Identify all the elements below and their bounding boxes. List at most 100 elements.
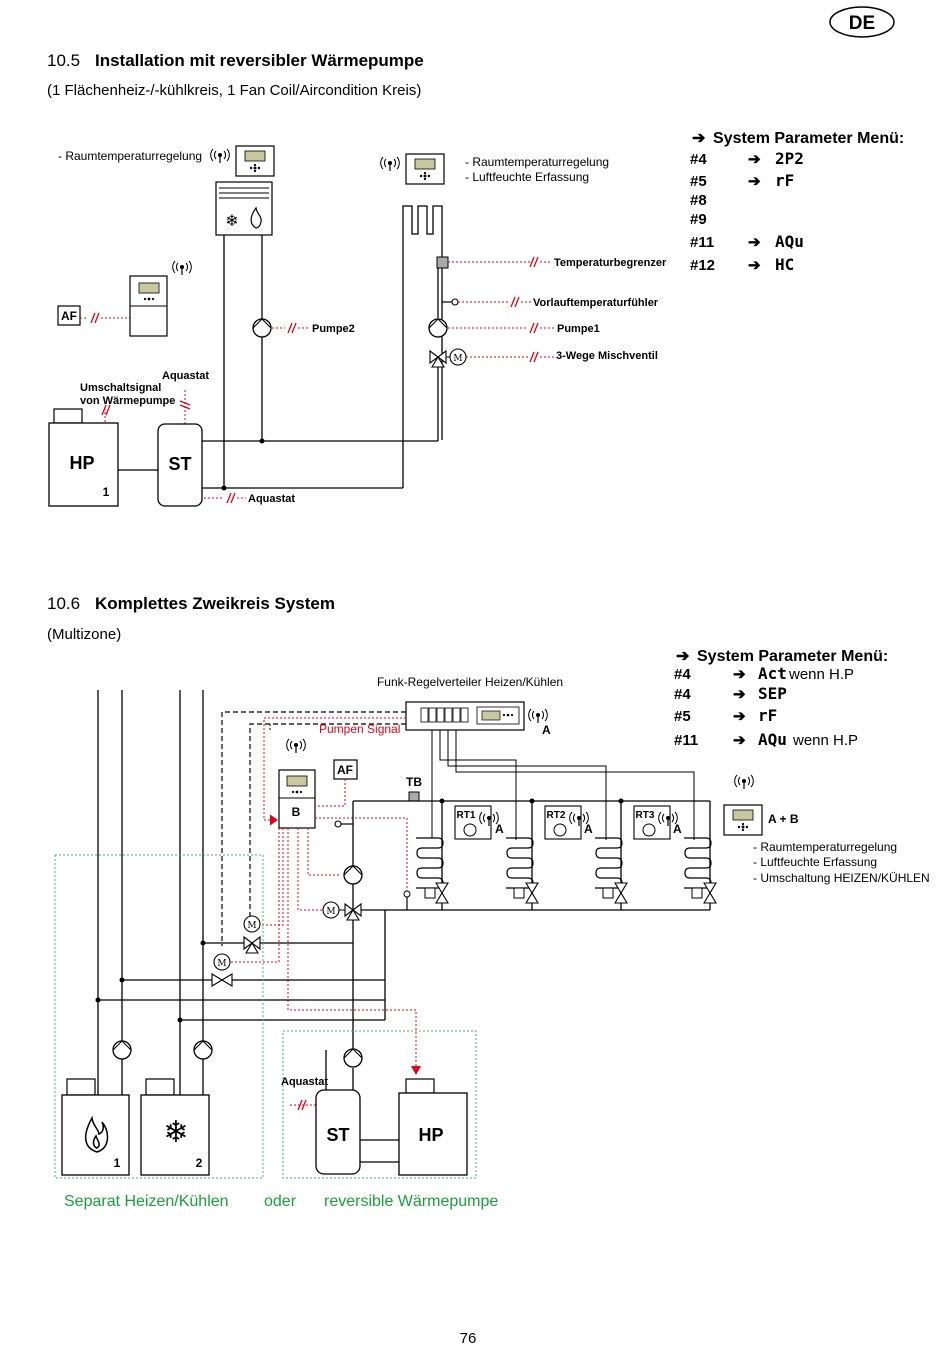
- signal-icon: [210, 148, 230, 164]
- section2-title: Komplettes Zweikreis System: [95, 594, 335, 613]
- motor-icon: [213, 953, 231, 971]
- section1-subtitle: (1 Flächenheiz-/-kühlkreis, 1 Fan Coil/A…: [47, 82, 421, 99]
- chiller-unit: [140, 1094, 210, 1176]
- arrow-icon: ➔: [733, 686, 746, 703]
- menu2-value: Act: [758, 664, 787, 683]
- arrow-icon: ➔: [748, 257, 761, 274]
- a-top-label: A: [542, 723, 551, 737]
- af-sensor: [57, 305, 81, 326]
- legend-reversibel: reversible Wärmepumpe: [324, 1193, 498, 1210]
- signal-icon: [380, 156, 400, 172]
- signal-icon: [286, 738, 306, 754]
- thermostat-icon: [405, 153, 445, 185]
- funk-label: Funk-Regelverteiler Heizen/Kühlen: [377, 675, 563, 689]
- menu2-param: #11: [674, 732, 698, 749]
- pump-icon: [343, 1048, 363, 1068]
- signal-icon: [172, 260, 192, 276]
- tb-label: TB: [406, 775, 422, 789]
- boiler-unit: [61, 1094, 130, 1176]
- hp2-label: HP: [418, 1125, 443, 1145]
- aquastat-label: Aquastat: [281, 1076, 328, 1088]
- menu2-title: System Parameter Menü:: [697, 648, 888, 665]
- st2-label: ST: [326, 1125, 349, 1145]
- menu2-value: SEP: [758, 684, 787, 703]
- menu1-param: #4: [690, 151, 707, 168]
- menu1-value: HC: [775, 255, 794, 274]
- snowflake-icon: ❄: [163, 1116, 188, 1149]
- a3-label: A: [673, 822, 682, 836]
- heat-pump-unit: [48, 422, 119, 507]
- section1-diagram: - Raumtemperaturregelung ❄ - Raumtempera…: [48, 130, 904, 507]
- legend-separat: Separat Heizen/Kühlen: [64, 1193, 229, 1210]
- rt3-label: RT3: [636, 810, 655, 821]
- info-label-2: - Luftfeuchte Erfassung: [753, 855, 877, 869]
- menu1-param: #8: [690, 192, 707, 209]
- pump-icon: [343, 865, 363, 885]
- m-motor-label: M: [217, 959, 226, 969]
- menu1-arrow-icon: ➔: [692, 130, 706, 147]
- signal-icon: [528, 708, 548, 724]
- umschalt-label-1: Umschaltsignal: [80, 382, 161, 394]
- rt1-label: RT1: [457, 810, 476, 821]
- aquastat-top-label: Aquastat: [162, 370, 209, 382]
- cooler-number: 2: [196, 1156, 203, 1170]
- valve-icon: [211, 973, 233, 987]
- lang-badge-text: DE: [849, 13, 875, 34]
- section2-subtitle: (Multizone): [47, 626, 121, 643]
- mischventil-label: 3-Wege Mischventil: [556, 350, 658, 362]
- sensor-icon: [334, 820, 342, 828]
- storage-tank: [157, 423, 203, 507]
- page-number: 76: [460, 1330, 477, 1347]
- pumpe1-label: Pumpe1: [557, 323, 600, 335]
- floor-heating-loop: [402, 205, 443, 440]
- section1-title: Installation mit reversibler Wärmepumpe: [95, 51, 424, 70]
- info-label-1: - Raumtemperaturregelung: [753, 840, 897, 854]
- af2-label: AF: [337, 763, 353, 777]
- zone-circuit-2: RT2 A: [505, 798, 593, 910]
- thermostat-icon: [723, 804, 763, 836]
- section2-diagram: ➔ System Parameter Menü: #4 #4 #5 #11 ➔ …: [54, 648, 930, 1210]
- zone-circuit-4: A + B - Raumtemperaturregelung - Luftfeu…: [683, 774, 930, 910]
- pump-icon: [193, 1040, 213, 1060]
- signal-icon: [734, 774, 754, 790]
- menu2-suffix: wenn H.P: [788, 666, 854, 683]
- temperature-limiter: [436, 256, 449, 269]
- arrow-icon: ➔: [733, 708, 746, 725]
- svg-text:M: M: [453, 354, 462, 364]
- legend-oder: oder: [264, 1193, 297, 1210]
- lang-badge: [829, 6, 895, 38]
- zone-circuit-1: RT1 A: [415, 798, 504, 910]
- menu2-value: AQu: [758, 730, 787, 749]
- thermostat-icon: [235, 145, 275, 177]
- pump1-icon: [428, 318, 448, 338]
- pumpe2-label: Pumpe2: [312, 323, 355, 335]
- menu1-value: AQu: [775, 232, 804, 251]
- info-label-3: - Umschaltung HEIZEN/KÜHLEN: [753, 871, 930, 885]
- arrow-icon: ➔: [748, 151, 761, 168]
- menu2-arrow-icon: ➔: [676, 648, 690, 665]
- arrow-icon: ➔: [733, 732, 746, 749]
- vorlauf-label: Vorlauftemperaturfühler: [533, 297, 659, 309]
- flame-icon: [250, 206, 262, 229]
- separat-group: [54, 854, 264, 1179]
- menu2-param: #4: [674, 666, 691, 683]
- st-label: ST: [168, 454, 191, 474]
- menu1-param: #5: [690, 173, 707, 190]
- menu1-value: rF: [775, 171, 794, 190]
- b-label: B: [292, 805, 301, 819]
- snowflake-icon: ❄: [225, 213, 238, 230]
- fancoil-unit: ❄: [215, 181, 273, 236]
- menu1-title: System Parameter Menü:: [713, 130, 904, 147]
- pump-icon: [112, 1040, 132, 1060]
- motor-icon: [243, 915, 261, 933]
- section2-number: 10.6: [47, 594, 80, 613]
- menu2-param: #4: [674, 686, 691, 703]
- mixing-valve-icon: [243, 936, 261, 954]
- mixing-valve-icon: [429, 350, 447, 368]
- pumpen-signal-label: Pumpen Signal: [319, 722, 400, 736]
- menu1-value: 2P2: [775, 149, 804, 168]
- temperature-limiter: [408, 791, 420, 802]
- storage-tank: [315, 1089, 361, 1175]
- heat-pump-unit: [398, 1092, 468, 1176]
